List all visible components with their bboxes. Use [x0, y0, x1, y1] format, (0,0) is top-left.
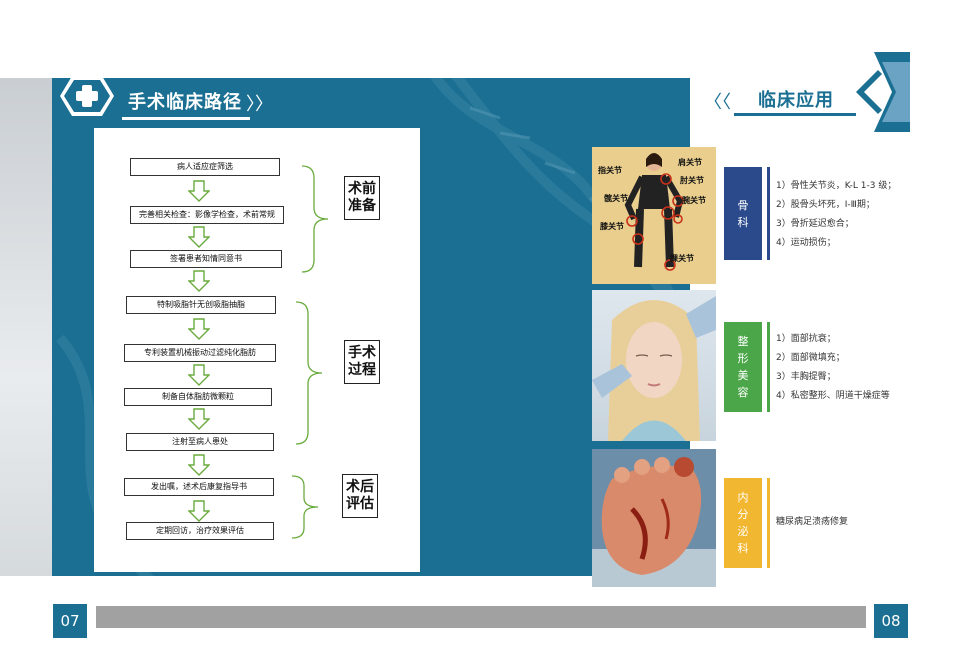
joint-label: 膝关节 [600, 222, 624, 231]
corner-city-decoration-icon [856, 52, 910, 132]
brace-icon [301, 165, 329, 273]
medical-cross-icon [60, 76, 114, 116]
joint-label: 肩关节 [678, 158, 702, 167]
down-arrow-icon [188, 408, 210, 430]
page-number-right: 08 [874, 604, 908, 638]
category-box-orthopedics: 骨科 [724, 167, 762, 260]
item-list-orthopedics: 1）骨性关节炎，K-L 1-3 级； 2）股骨头坏死，Ⅰ-Ⅲ期； 3）骨折延迟愈… [776, 177, 896, 253]
brace-icon [291, 475, 319, 539]
list-item: 2）股骨头坏死，Ⅰ-Ⅲ期； [776, 200, 875, 210]
down-arrow-icon [188, 226, 210, 248]
double-chevron-left-icon: 〈〈 [704, 92, 731, 113]
title-underline-left [122, 117, 250, 120]
double-chevron-right-icon: 〉〉 [246, 94, 273, 115]
flow-step: 发出嘱，述术后康复指导书 [124, 478, 274, 496]
category-box-endocrinology: 内分泌科 [724, 478, 762, 568]
flow-step: 注射至病人患处 [126, 433, 274, 451]
joint-label: 肘关节 [680, 176, 704, 185]
list-item: 1）骨性关节炎，K-L 1-3 级； [776, 181, 897, 191]
joint-label: 踝关节 [670, 254, 694, 263]
footer-bar [96, 606, 866, 628]
page-number-left: 07 [53, 604, 87, 638]
category-divider [767, 167, 770, 260]
flowchart-card: 病人适应症筛选 完善相关检查：影像学检查，术前常规 签署患者知情同意书 特制吸脂… [94, 128, 420, 572]
phase-label: 术前准备 [344, 176, 380, 220]
foot-wound-illustration-icon [592, 457, 716, 587]
list-item: 3）丰胸提臀； [776, 372, 836, 382]
brace-icon [295, 301, 323, 445]
woman-face-illustration-icon [592, 296, 716, 441]
list-item: 1）面部抗衰； [776, 334, 836, 344]
category-box-cosmetic: 整形美容 [724, 322, 762, 412]
woman-figure-illustration-icon [624, 153, 684, 271]
joint-label: 腕关节 [682, 196, 706, 205]
phase-label: 术后评估 [342, 474, 378, 518]
down-arrow-icon [188, 270, 210, 292]
list-item: 4）私密整形、阴道干燥症等 [776, 391, 890, 401]
list-item: 3）骨折延迟愈合； [776, 219, 854, 229]
title-underline-right [734, 113, 856, 116]
flow-step: 特制吸脂针无创吸脂抽脂 [126, 296, 276, 314]
list-item: 4）运动损伤； [776, 238, 836, 248]
face-treatment-image [592, 290, 716, 441]
flow-step: 签署患者知情同意书 [130, 250, 282, 268]
flow-step: 制备自体脂肪微颗粒 [124, 388, 272, 406]
flow-step: 专利装置机械振动过滤纯化脂肪 [124, 344, 276, 362]
category-label: 整形美容 [737, 335, 749, 399]
down-arrow-icon [188, 364, 210, 386]
flow-step: 病人适应症筛选 [130, 158, 280, 176]
category-label: 骨科 [737, 198, 749, 229]
down-arrow-icon [188, 500, 210, 522]
list-item: 2）面部微填充； [776, 353, 845, 363]
down-arrow-icon [188, 180, 210, 202]
category-divider [767, 322, 770, 412]
left-grey-strip [0, 78, 52, 576]
list-item: 糖尿病足溃疡修复 [776, 517, 849, 527]
page-title-right: 临床应用 [758, 90, 834, 111]
down-arrow-icon [188, 454, 210, 476]
joint-label: 指关节 [598, 166, 622, 175]
diabetic-foot-image [592, 449, 716, 587]
item-list-endocrinology: 糖尿病足溃疡修复 [776, 513, 848, 532]
joints-figure-image: 指关节 肩关节 肘关节 髋关节 腕关节 膝关节 踝关节 [592, 147, 716, 284]
joint-label: 髋关节 [604, 194, 628, 203]
category-divider [767, 478, 770, 568]
page-title-left: 手术临床路径 [128, 92, 242, 113]
phase-label: 手术过程 [344, 340, 380, 384]
flow-step: 完善相关检查：影像学检查，术前常规 [130, 206, 284, 224]
down-arrow-icon [188, 318, 210, 340]
category-label: 内分泌科 [737, 491, 749, 555]
flow-step: 定期回访，治疗效果评估 [126, 522, 274, 540]
item-list-cosmetic: 1）面部抗衰； 2）面部微填充； 3）丰胸提臀； 4）私密整形、阴道干燥症等 [776, 330, 890, 406]
